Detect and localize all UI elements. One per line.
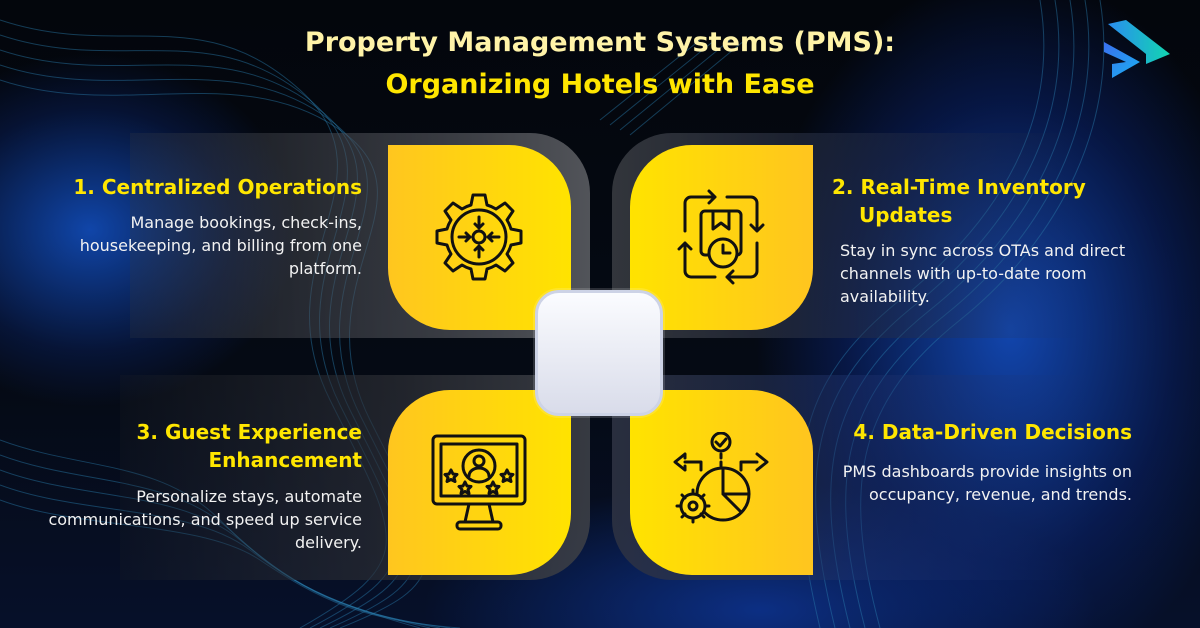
item-2-heading: 2. Real-Time Inventory Updates <box>832 173 1132 229</box>
item-3-heading-line1: 3. Guest Experience <box>136 420 362 444</box>
icon-tile-2 <box>630 145 813 330</box>
item-2-heading-line1: 2. Real-Time Inventory <box>832 175 1086 199</box>
page-title-line1: Property Management Systems (PMS): <box>304 27 896 58</box>
page-title-line2: Organizing Hotels with Ease <box>385 69 815 100</box>
item-3-heading-line2: Enhancement <box>208 448 363 472</box>
item-2-heading-line2: Updates <box>859 203 953 227</box>
item-3-description: Personalize stays, automate communicatio… <box>48 487 362 552</box>
item-3-heading: 3. Guest Experience Enhancement <box>40 418 362 474</box>
brand-logo-icon <box>1104 20 1170 78</box>
icon-tile-3 <box>388 390 571 575</box>
gear-converge-arrows-icon <box>435 193 523 281</box>
monitor-user-stars-icon <box>431 434 527 531</box>
item-2-description: Stay in sync across OTAs and direct chan… <box>840 241 1126 306</box>
item-4-heading: 4. Data-Driven Decisions <box>853 420 1132 444</box>
box-clock-sync-icon <box>677 189 765 285</box>
pie-chart-gear-decision-icon <box>673 432 769 524</box>
item-1-description: Manage bookings, check-ins, housekeeping… <box>79 213 362 278</box>
item-4-description: PMS dashboards provide insights on occup… <box>842 462 1132 504</box>
icon-tile-4 <box>630 390 813 575</box>
item-1-heading: 1. Centralized Operations <box>73 175 362 199</box>
center-connector-square <box>535 290 663 416</box>
